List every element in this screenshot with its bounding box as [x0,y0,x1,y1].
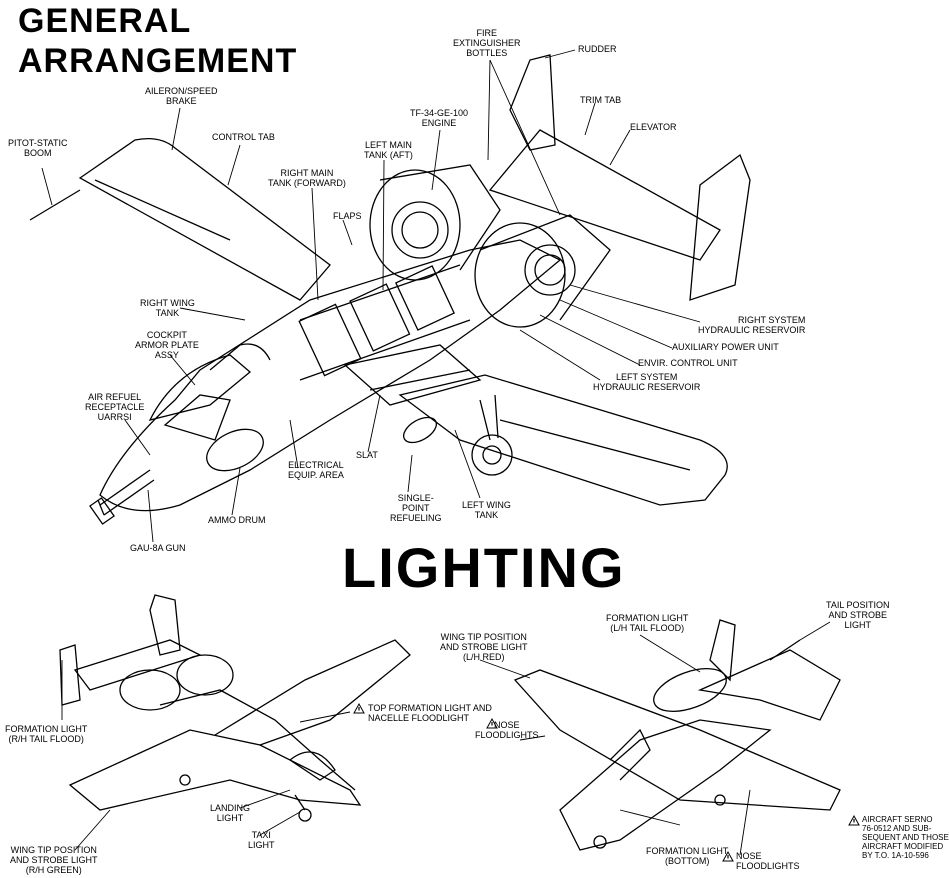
label-nose-floodlights-upper: NOSE FLOODLIGHTS [475,720,539,740]
label-formation-light-lh: FORMATION LIGHT (L/H TAIL FLOOD) [606,613,689,633]
label-control-tab: CONTROL TAB [212,132,275,142]
lighting-left-leaders [61,660,351,851]
ga-aircraft-drawing [29,54,751,525]
label-wing-tip-lh: WING TIP POSITION AND STROBE LIGHT (L/H … [440,632,528,662]
warning-icon [353,702,365,714]
label-taxi-light: TAXI LIGHT [248,830,275,850]
label-left-main-tank: LEFT MAIN TANK (AFT) [364,140,413,160]
label-flaps: FLAPS [333,211,362,221]
lighting-right-leaders [479,621,831,856]
label-tail-position-strobe: TAIL POSITION AND STROBE LIGHT [826,600,890,630]
label-engine: TF-34-GE-100 ENGINE [410,108,469,128]
label-gau-8a-gun: GAU-8A GUN [130,543,186,553]
label-slat: SLAT [356,450,378,460]
label-top-formation-light: TOP FORMATION LIGHT AND NACELLE FLOODLIG… [368,703,492,723]
label-elevator: ELEVATOR [630,122,677,132]
label-ammo-drum: AMMO DRUM [208,515,266,525]
label-right-hydraulic-reservoir: RIGHT SYSTEM HYDRAULIC RESERVOIR [698,315,806,335]
label-single-point-refueling: SINGLE- POINT REFUELING [390,493,442,523]
label-left-hydraulic-reservoir: LEFT SYSTEM HYDRAULIC RESERVOIR [593,372,701,392]
label-air-refuel-receptacle: AIR REFUEL RECEPTACLE UARRSI [85,392,145,422]
label-pitot-static-boom: PITOT-STATIC BOOM [8,138,68,158]
arrangement-title: ARRANGEMENT [18,42,298,80]
label-aileron-speed-brake: AILERON/SPEED BRAKE [145,86,218,106]
label-auxiliary-power-unit: AUXILIARY POWER UNIT [672,342,779,352]
general-title: GENERAL [18,2,192,40]
label-landing-light: LANDING LIGHT [210,803,251,823]
warning-icon [722,850,734,862]
label-trim-tab: TRIM TAB [580,95,622,105]
label-formation-light-bottom: FORMATION LIGHT (BOTTOM) [646,846,729,866]
label-fire-extinguisher-bottles: FIRE EXTINGUISHER BOTTLES [453,28,521,58]
warning-icon [486,717,498,729]
lighting-aircraft-right [513,619,841,851]
label-aircraft-serno-note: AIRCRAFT SERNO 76-0512 AND SUB- SEQUENT … [862,815,949,860]
label-nose-floodlights-lower: NOSE FLOODLIGHTS [736,851,800,871]
label-wing-tip-rh: WING TIP POSITION AND STROBE LIGHT (R/H … [10,845,98,875]
warning-icon [848,814,860,826]
label-cockpit-armor-plate: COCKPIT ARMOR PLATE ASSY [135,330,199,360]
label-rudder: RUDDER [578,44,617,54]
label-envir-control-unit: ENVIR. CONTROL UNIT [638,358,738,368]
label-right-main-tank: RIGHT MAIN TANK (FORWARD) [268,168,346,188]
label-right-wing-tank: RIGHT WING TANK [140,298,195,318]
label-formation-light-rh: FORMATION LIGHT (R/H TAIL FLOOD) [5,724,88,744]
label-electrical-equip-area: ELECTRICAL EQUIP. AREA [288,460,344,480]
lighting-title: LIGHTING [342,536,626,599]
lighting-aircraft-left [59,594,411,822]
ga-leader-lines [41,49,701,543]
label-left-wing-tank: LEFT WING TANK [462,500,511,520]
